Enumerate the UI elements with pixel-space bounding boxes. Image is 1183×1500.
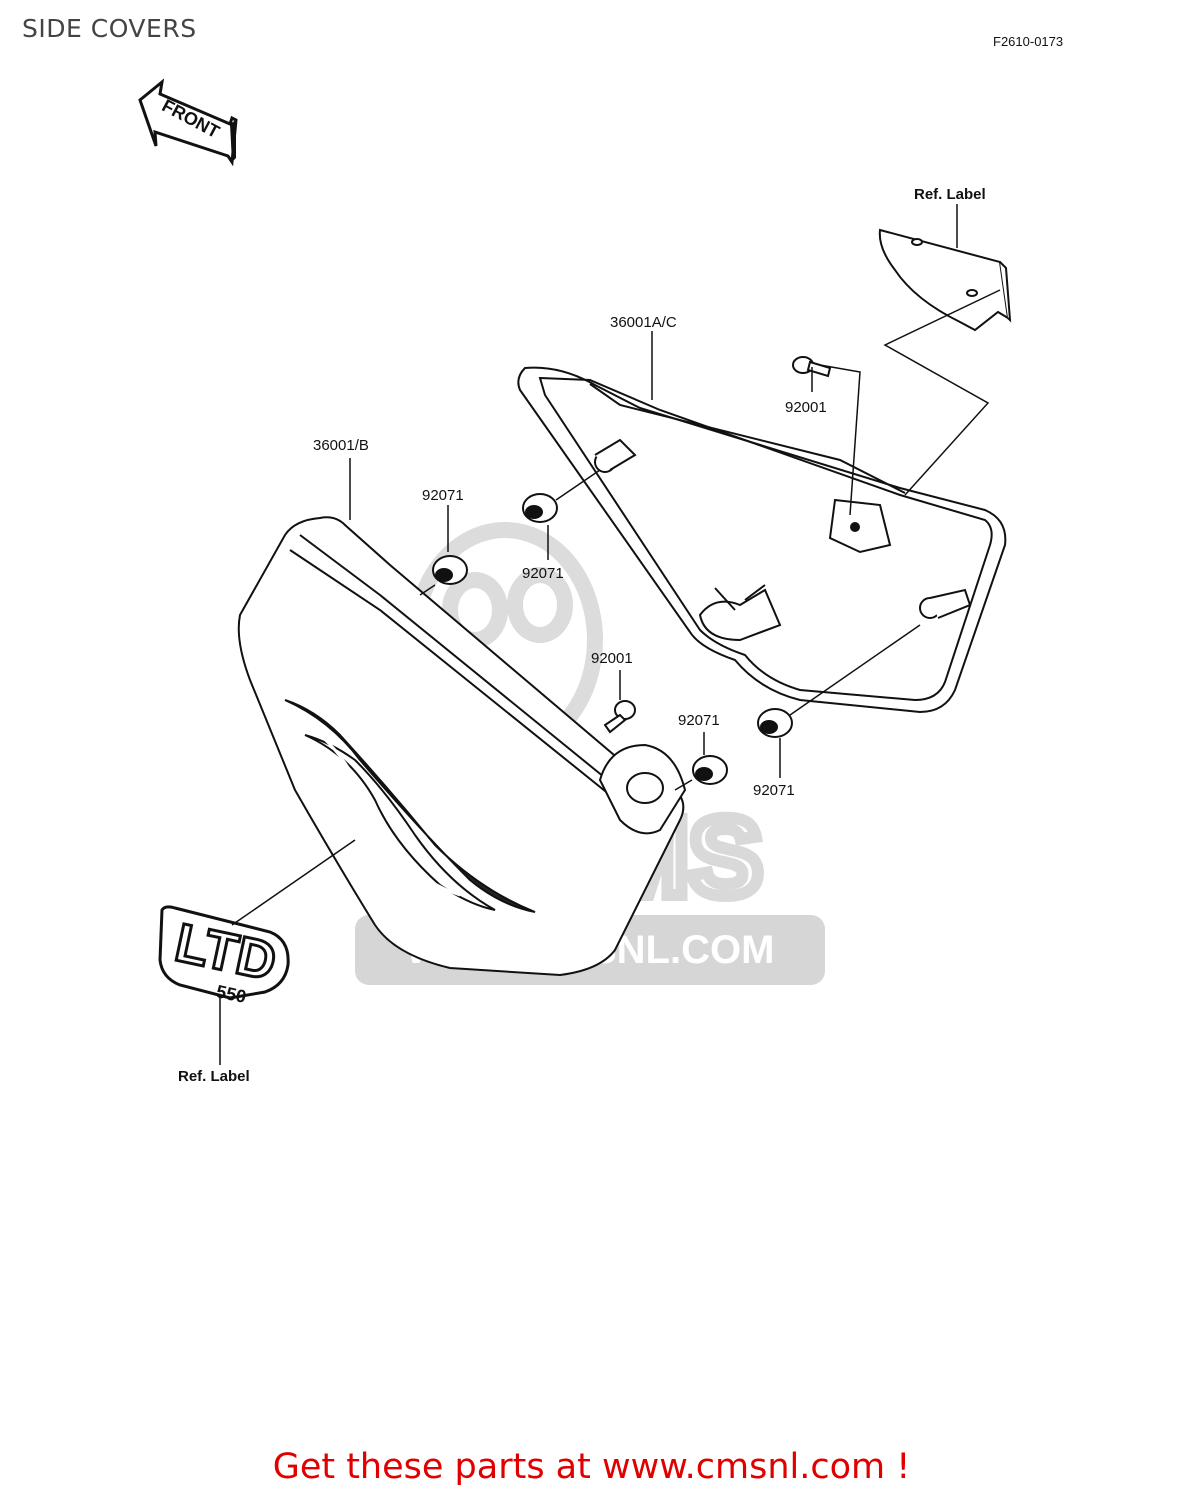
leader-lines [219,204,1001,1065]
leader-grommet-upper-left-cover [419,584,436,596]
watermark-mascot-eye-right [507,567,573,643]
front-arrow-icon: FRONT [138,78,238,167]
page-title: SIDE COVERS [22,14,197,43]
grommet-upper-left [432,555,468,585]
grommet-lower-mid [692,755,728,785]
leader-grommet-lower-right-cover [789,624,921,716]
label-grommet-mid: 92071 [522,565,564,582]
label-grommet-upper-left: 92071 [422,487,464,504]
leader-grommet-lower-mid-cover [674,779,693,791]
label-bolt-upper: 92001 [785,399,827,416]
leader-grommet-mid-cover [555,469,601,501]
diagram-code: F2610-0173 [993,34,1064,49]
label-grommet-lower-mid: 92071 [678,712,720,729]
footer-cms-link[interactable]: Get these parts at www.cmsnl.com ! [272,1447,911,1487]
grommet-lower-right [757,708,793,738]
leader-bolt-upper-path [819,364,861,516]
leader-emblem [231,839,356,926]
side-cover-left [237,516,687,977]
label-grommet-lower-right: 92071 [753,782,795,799]
ltd-emblem: LTD 550 [158,905,290,1007]
grommet-mid [522,493,558,523]
bolt-lower [603,700,636,734]
label-cover-right: 36001A/C [610,314,677,331]
label-cover-left: 36001/B [313,437,369,454]
side-cover-right [517,366,1007,714]
leader-ref-label-top-path [883,289,1001,496]
label-ref-label-bottom: Ref. Label [178,1068,250,1085]
ref-label-plate-top [878,228,1012,332]
label-ref-label-top: Ref. Label [914,186,986,203]
bolt-upper [792,356,832,378]
label-bolt-lower: 92001 [591,650,633,667]
